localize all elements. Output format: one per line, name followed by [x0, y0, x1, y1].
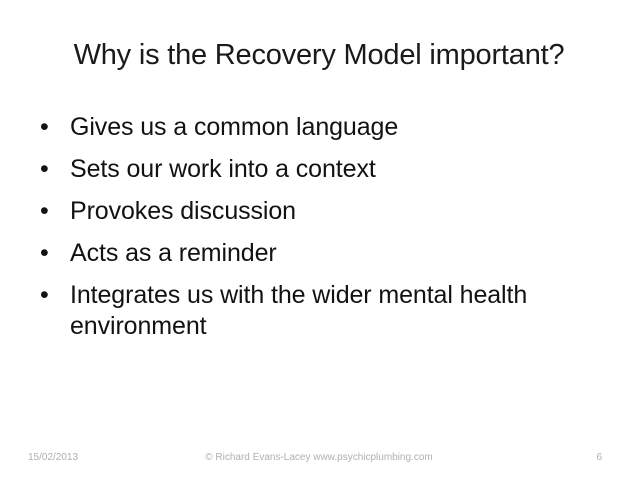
- list-item-label: Gives us a common language: [70, 113, 399, 141]
- list-item: • Integrates us with the wider mental he…: [30, 280, 610, 342]
- bullet-point-icon: •: [40, 239, 49, 267]
- footer-date: 15/02/2013: [28, 452, 79, 463]
- slide-footer: 15/02/2013 © Richard Evans-Lacey www.psy…: [0, 450, 638, 466]
- list-item-label: Integrates us with the wider mental heal…: [70, 281, 528, 340]
- list-item: • Gives us a common language: [30, 112, 610, 143]
- slide-title: Why is the Recovery Model important?: [73, 39, 565, 71]
- bullet-point-icon: •: [40, 113, 49, 141]
- bullet-list: • Gives us a common language • Sets our …: [30, 112, 610, 342]
- bullet-point-icon: •: [40, 155, 49, 183]
- footer-copyright: © Richard Evans-Lacey www.psychicplumbin…: [205, 452, 433, 463]
- bullet-point-icon: •: [40, 197, 49, 225]
- list-item-label: Acts as a reminder: [70, 239, 277, 267]
- list-item: • Acts as a reminder: [30, 238, 610, 269]
- list-item-label: Provokes discussion: [70, 197, 296, 225]
- list-item: • Provokes discussion: [30, 196, 610, 227]
- bullet-point-icon: •: [40, 281, 49, 309]
- list-item: • Sets our work into a context: [30, 154, 610, 185]
- list-item-label: Sets our work into a context: [70, 155, 376, 183]
- footer-page-number: 6: [596, 452, 602, 463]
